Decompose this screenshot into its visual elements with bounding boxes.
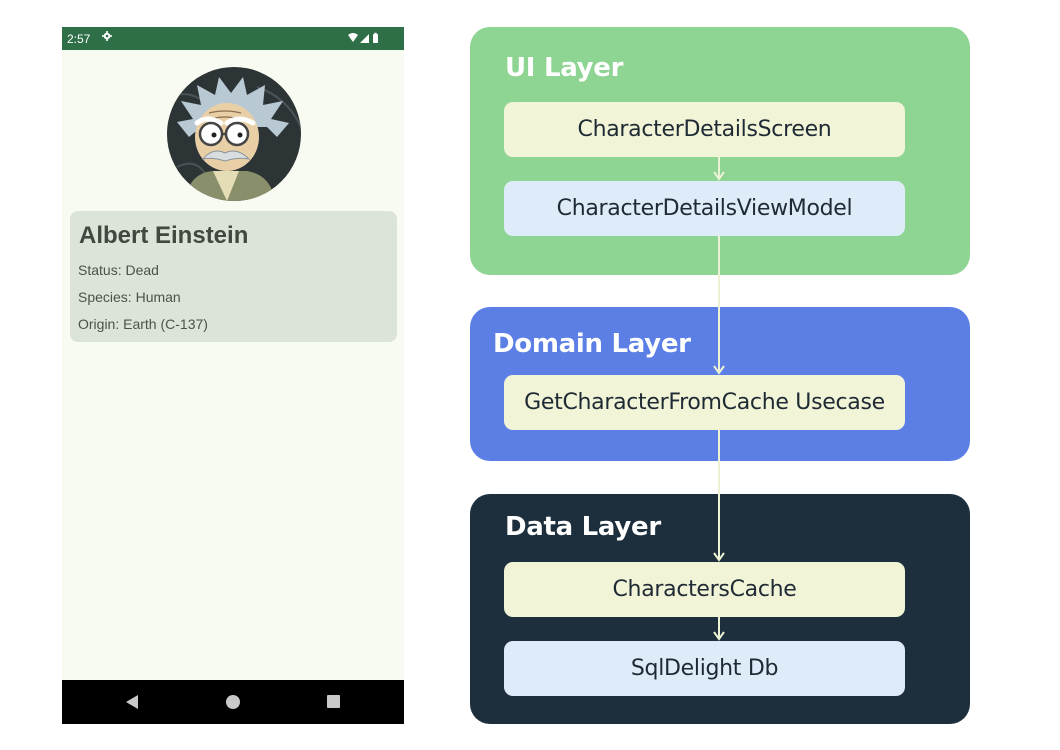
- home-icon[interactable]: [226, 695, 240, 709]
- settings-gear-icon: [102, 31, 112, 41]
- data-layer-title: Data Layer: [505, 512, 661, 542]
- recents-icon[interactable]: [327, 695, 340, 708]
- wifi-icon: [348, 33, 358, 42]
- sqldelight-db-box: SqlDelight Db: [504, 641, 905, 696]
- domain-layer-title: Domain Layer: [493, 329, 691, 359]
- character-avatar: [167, 67, 301, 201]
- character-origin: Origin: Earth (C-137): [78, 316, 208, 332]
- character-details-screen-box: CharacterDetailsScreen: [504, 102, 905, 157]
- character-name: Albert Einstein: [79, 222, 249, 249]
- status-bar: 2:57: [62, 27, 404, 50]
- get-character-usecase-box: GetCharacterFromCache Usecase: [504, 375, 905, 430]
- navigation-bar: [62, 680, 404, 724]
- character-card: Albert Einstein Status: Dead Species: Hu…: [70, 211, 397, 342]
- ui-layer-title: UI Layer: [505, 53, 624, 83]
- back-icon[interactable]: [126, 695, 139, 709]
- character-details-viewmodel-box: CharacterDetailsViewModel: [504, 181, 905, 236]
- characters-cache-box: CharactersCache: [504, 562, 905, 617]
- phone-screen: 2:57: [62, 27, 404, 724]
- status-indicators: [348, 32, 378, 43]
- status-time: 2:57: [67, 32, 91, 46]
- signal-icon: [360, 34, 369, 43]
- character-status: Status: Dead: [78, 262, 159, 278]
- battery-icon: [373, 34, 378, 43]
- character-species: Species: Human: [78, 289, 181, 305]
